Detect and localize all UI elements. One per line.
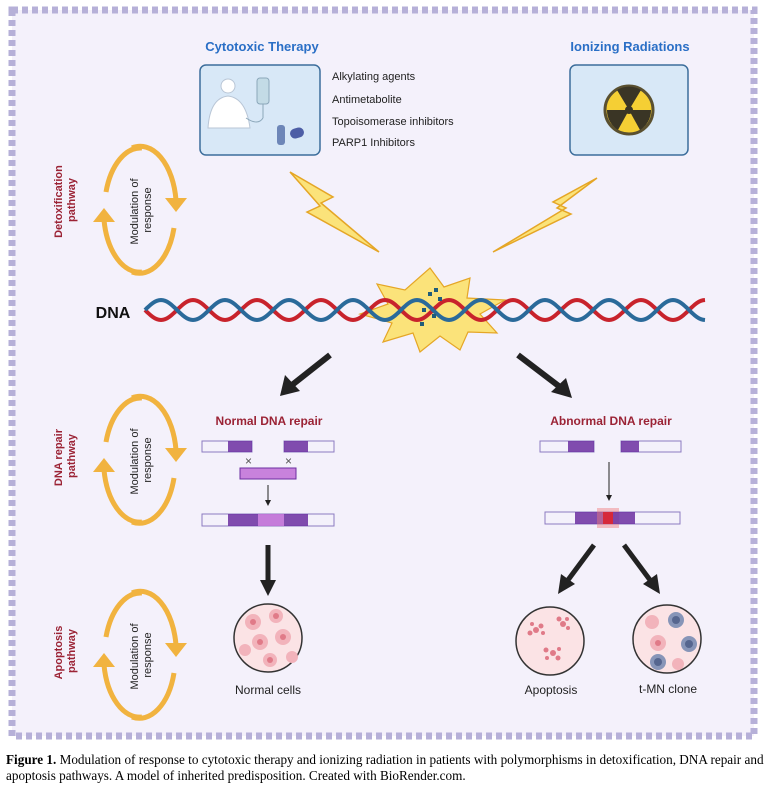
cycle-arc-left: [101, 664, 143, 720]
cycle-arrowhead-up: [93, 458, 115, 472]
agent-parp1: PARP1 Inhibitors: [332, 137, 415, 149]
pathway-label-line: Detoxification: [53, 165, 65, 238]
arrow-to-normal-cells: [260, 545, 276, 596]
abnormal-repaired-dna: [544, 508, 681, 528]
normal-cells-illustration: [233, 603, 303, 673]
normal-repair-break-right: [283, 440, 335, 453]
figure-diagram: Cytotoxic Therapy Ionizing Radiations Al…: [8, 6, 758, 740]
arrow-to-abnormal-repair: [516, 352, 572, 398]
pathway-label-line: Apoptosis: [53, 626, 65, 680]
normal-repair-break-left: [201, 440, 253, 453]
modulation-cycle-1: [93, 393, 187, 526]
normal-repaired-dna: [201, 513, 335, 527]
modulation-text-line: Modulation of: [129, 623, 141, 690]
abnormal-repair-break-right: [620, 440, 682, 453]
tmn-clone-label: t-MN clone: [639, 682, 697, 696]
lightning-bolt-right-icon: [492, 177, 598, 253]
modulation-text-line: response: [142, 187, 154, 232]
modulation-text-line: Modulation of: [129, 428, 141, 495]
apoptosis-label: Apoptosis: [525, 683, 578, 697]
cytotoxic-therapy-title: Cytotoxic Therapy: [205, 39, 319, 54]
detoxification-pathway: Detoxification pathway: [53, 162, 78, 238]
dna-repair-pathway: DNA repair pathway: [53, 426, 78, 486]
figure-caption: Figure 1. Modulation of response to cyto…: [6, 752, 771, 784]
cycle-arc-upper-left: [103, 145, 143, 193]
caption-label: Figure 1.: [6, 752, 57, 767]
pathway-label-line: pathway: [66, 628, 78, 673]
radiation-icon: [569, 64, 689, 156]
apoptosis-pathway: Apoptosis pathway: [53, 623, 78, 680]
svg-text:Modulation of response: Modulation of response: [129, 175, 154, 244]
svg-text:Apoptosis pathway: Apoptosis pathway: [53, 623, 78, 680]
cycle-arrowhead-down: [165, 448, 187, 462]
svg-text:DNA repair pathway: DNA repair pathway: [53, 426, 78, 486]
modulation-text-line: Modulation of: [129, 178, 141, 245]
crossover-mark-right: ×: [285, 454, 292, 468]
modulation-text-line: response: [142, 437, 154, 482]
dna-label: DNA: [96, 305, 131, 322]
cycle-arc-left: [101, 219, 143, 275]
agent-antimetabolite: Antimetabolite: [332, 94, 402, 106]
modulation-text-detox: Modulation of response: [129, 175, 154, 245]
apoptosis-illustration: [515, 606, 585, 676]
modulation-cycle-0: [93, 143, 187, 276]
pathway-label-line: pathway: [66, 177, 78, 222]
lightning-bolt-left-icon: [289, 171, 380, 253]
arrow-to-apoptosis: [558, 543, 597, 594]
modulation-cycle-2: [93, 588, 187, 721]
agent-topoisomerase: Topoisomerase inhibitors: [332, 116, 454, 128]
modulation-cycles: [93, 143, 187, 721]
normal-cells-label: Normal cells: [235, 683, 301, 697]
dna-fragments: [420, 288, 442, 326]
cycle-arc-upper-left: [103, 590, 143, 638]
arrow-to-tmn-clone: [621, 543, 660, 594]
ionizing-radiations-title: Ionizing Radiations: [570, 39, 689, 54]
dashed-frame: [8, 6, 758, 740]
cycle-arc-upper-left: [103, 395, 143, 443]
dna-double-helix: [143, 297, 706, 323]
modulation-text-apoptosis: Modulation of response: [129, 620, 154, 690]
modulation-text-line: response: [142, 632, 154, 677]
svg-text:Modulation of response: Modulation of response: [129, 425, 154, 494]
modulation-text-repair: Modulation of response: [129, 425, 154, 495]
svg-text:Modulation of response: Modulation of response: [129, 620, 154, 689]
normal-repair-title: Normal DNA repair: [216, 414, 323, 428]
svg-text:Detoxification pathway: Detoxification pathway: [53, 162, 78, 238]
cycle-arrowhead-up: [93, 208, 115, 222]
pathway-label-line: pathway: [66, 433, 78, 478]
abnormal-repair-title: Abnormal DNA repair: [550, 414, 672, 428]
arrow-to-normal-repair: [280, 352, 332, 396]
caption-text: Modulation of response to cytotoxic ther…: [6, 752, 764, 783]
pathway-label-line: DNA repair: [53, 428, 65, 486]
cycle-arc-left: [101, 469, 143, 525]
agent-alkylating: Alkylating agents: [332, 71, 416, 83]
homologous-template: [239, 467, 297, 480]
abnormal-repair-break-left: [539, 440, 595, 453]
tmn-clone-illustration: [632, 604, 702, 674]
patient-iv-icon: [199, 64, 321, 156]
cycle-arrowhead-down: [165, 198, 187, 212]
cycle-arrowhead-down: [165, 643, 187, 657]
crossover-mark-left: ×: [245, 454, 252, 468]
cycle-arrowhead-up: [93, 653, 115, 667]
